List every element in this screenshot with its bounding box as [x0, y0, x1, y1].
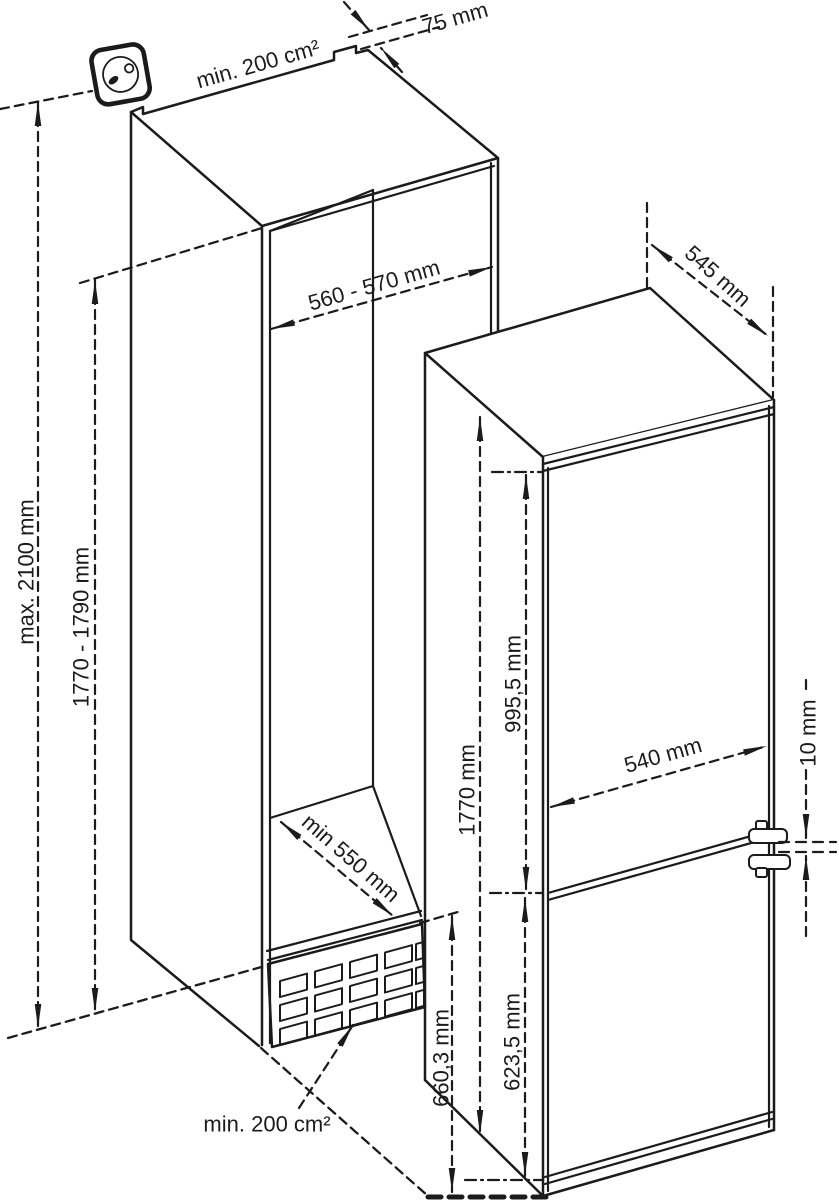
- label-lower-door-height: 623,5 mm: [500, 993, 525, 1091]
- label-upper-door-height: 995,5 mm: [501, 635, 526, 733]
- floor-reference-lines: [6, 910, 551, 1200]
- dim-door-gap: 10 mm: [777, 678, 838, 938]
- niche-cabinet: [129, 44, 500, 1049]
- dim-lower-door-height: 623,5 mm: [463, 896, 545, 1182]
- dim-bottom-section-height: 660,3 mm: [429, 914, 456, 1194]
- label-appliance-height: 1770 mm: [455, 744, 480, 836]
- power-socket-icon: [89, 42, 153, 107]
- label-bottom-section-height: 660,3 mm: [429, 1009, 454, 1107]
- label-socket-max-height: max. 2100 mm: [14, 499, 39, 645]
- door-hinges: [748, 820, 791, 878]
- label-rear-top-gap: 75 mm: [419, 0, 491, 39]
- cabinet-top-face: [129, 44, 500, 228]
- ventilation-grille: [266, 922, 427, 1049]
- dim-socket-max-height: max. 2100 mm: [0, 89, 94, 1030]
- dim-appliance-height: 1770 mm: [455, 415, 484, 1136]
- label-niche-depth: min 550 mm: [297, 809, 405, 907]
- cabinet-left-edge: [129, 110, 261, 1048]
- dim-niche-height: 1770 - 1790 mm: [69, 226, 264, 1014]
- label-door-gap: 10 mm: [796, 699, 821, 766]
- dim-niche-width: 560 - 570 mm: [269, 254, 494, 331]
- label-niche-height: 1770 - 1790 mm: [69, 547, 94, 707]
- callout-ventilation-area-bottom: min. 200 cm²: [203, 1023, 355, 1137]
- fridge-front-face: [543, 400, 774, 1196]
- label-ventilation-area-bottom: min. 200 cm²: [203, 1112, 330, 1137]
- dim-upper-door-height: 995,5 mm: [488, 470, 545, 895]
